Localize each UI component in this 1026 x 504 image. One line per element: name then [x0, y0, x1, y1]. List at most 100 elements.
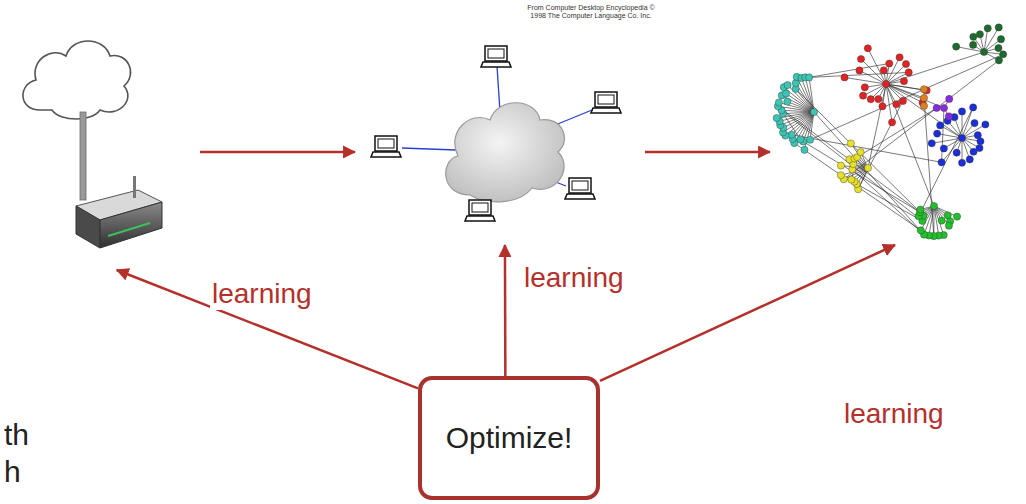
graph-vertex [784, 98, 791, 105]
graph-link [782, 95, 814, 112]
graph-vertex [888, 119, 895, 126]
graph-link [796, 89, 924, 216]
graph-vertex [938, 217, 945, 224]
copyright-note: From Computer Desktop Encyclopedia © 199… [525, 4, 657, 20]
graph-vertex [953, 43, 960, 50]
graph-vertex [995, 45, 1002, 52]
graph-vertex [970, 41, 977, 48]
graph-vertex [905, 69, 912, 76]
graph-vertex [928, 140, 935, 147]
graph-vertex [934, 130, 941, 137]
graph-vertex [847, 140, 854, 147]
graph-vertex [841, 74, 848, 81]
network-illustration [371, 46, 621, 221]
graph-vertex [946, 95, 953, 102]
graph-link [919, 107, 974, 216]
graph-link [962, 111, 963, 138]
node-title: Optimize! [446, 421, 573, 455]
graph-vertex [864, 164, 871, 171]
graph-link [886, 84, 892, 122]
graph-vertex [997, 36, 1004, 43]
graph-vertex [880, 67, 887, 74]
graph-link [792, 135, 942, 163]
graph-vertex [861, 84, 868, 91]
graph-link [803, 142, 920, 213]
graph-vertex [775, 99, 782, 106]
graph-vertex [974, 132, 981, 139]
graph-vertex [900, 78, 907, 85]
graph-vertex [837, 162, 844, 169]
graph-vertex [958, 159, 965, 166]
graph-link [868, 48, 886, 84]
graph-link [886, 84, 934, 206]
graph-link [942, 108, 944, 162]
graph-link [788, 85, 814, 112]
graph-vertex [879, 103, 886, 110]
graph-vertex [856, 67, 863, 74]
graph-vertex [971, 119, 978, 126]
graph-vertex [980, 48, 987, 55]
graph-link [809, 77, 814, 112]
graph-vertex [886, 60, 893, 67]
graph-vertex [976, 31, 983, 38]
graph-vertex [938, 159, 945, 166]
graph-vertex [937, 122, 944, 129]
graph-picture [770, 15, 1020, 245]
graph-vertex [945, 222, 952, 229]
graph-vertex [806, 136, 813, 143]
graph-vertex [810, 108, 817, 115]
graph-vertex [837, 172, 844, 179]
graph-vertex [995, 24, 1002, 31]
graph-link [844, 60, 999, 179]
graph-vertex [864, 45, 871, 52]
graph-vertex [945, 113, 952, 120]
graph-link [778, 106, 920, 212]
edge-label: learning [210, 278, 314, 310]
edge-label: learning [522, 262, 626, 294]
graph-vertex [920, 102, 927, 109]
graph-vertex [867, 96, 874, 103]
graph-vertex [801, 146, 808, 153]
graph-vertex [982, 121, 989, 128]
graph-link [886, 72, 909, 84]
graph-vertex [920, 94, 927, 101]
graph-link [857, 108, 936, 157]
graph-vertex [984, 25, 991, 32]
graph-link [805, 77, 814, 112]
graph-link [868, 84, 886, 168]
graph-vertex [773, 114, 780, 121]
graph-vertex [875, 95, 882, 102]
graph-link [782, 110, 923, 221]
graph-link [886, 52, 984, 84]
graph-vertex [995, 57, 1002, 64]
graph-link [857, 184, 923, 221]
graph-vertex [933, 104, 940, 111]
graph-vertex [899, 97, 906, 104]
graph-vertex [930, 202, 937, 209]
graph-link [858, 101, 903, 189]
graph-vertex [970, 148, 977, 155]
arrow-connector [117, 270, 418, 388]
graph-vertex [893, 101, 900, 108]
graph-vertex [920, 86, 927, 93]
arrow-connector [600, 245, 895, 381]
graph-link [886, 84, 944, 108]
graph-vertex [953, 149, 960, 156]
edge-label: learning [842, 398, 946, 430]
graph-vertex [917, 227, 924, 234]
graph-vertex [970, 33, 977, 40]
network-graph [773, 24, 1007, 240]
graph-link [886, 84, 924, 98]
cut-off-text: h [4, 455, 21, 489]
graph-link [794, 143, 920, 230]
graph-vertex [859, 92, 866, 99]
graph-link [886, 84, 962, 138]
graph-vertex [857, 55, 864, 62]
router-illustration [23, 41, 162, 248]
graph-vertex [857, 149, 864, 156]
graph-vertex [806, 74, 813, 81]
graph-vertex [882, 80, 889, 87]
graph-vertex [782, 90, 789, 97]
graph-vertex [1000, 51, 1007, 58]
